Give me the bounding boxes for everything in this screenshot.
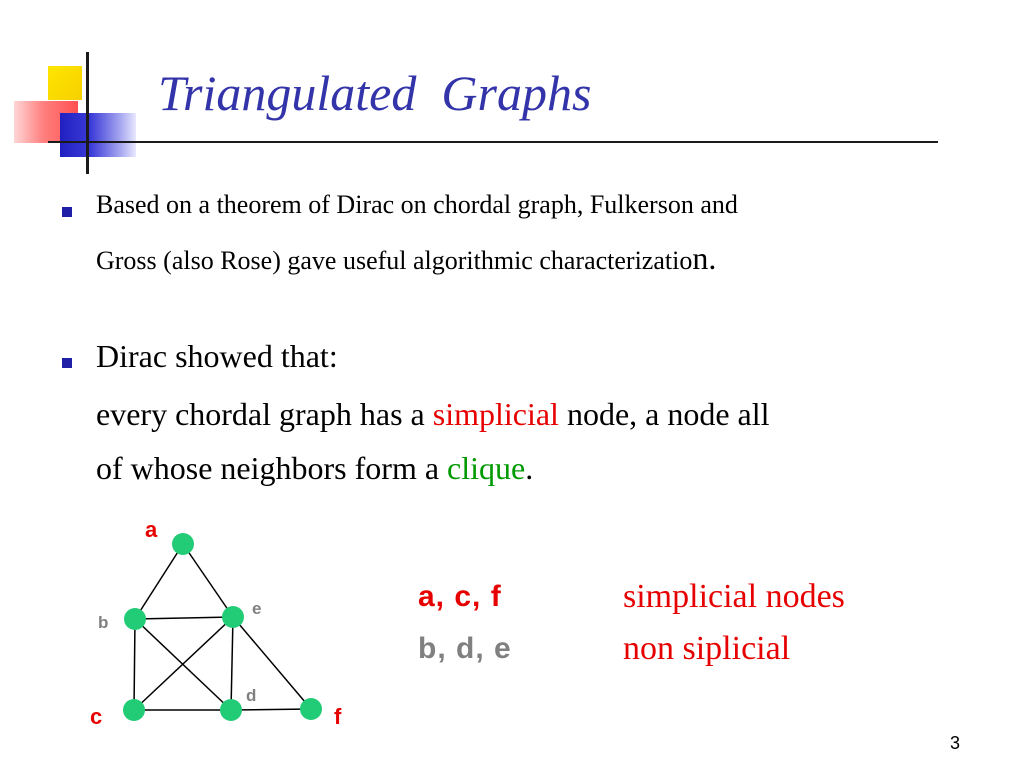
- edge-b-c: [133, 618, 136, 711]
- edge-e-d: [230, 616, 234, 711]
- bullet-1-line-2-end: n.: [692, 240, 717, 276]
- term-simplicial: simplicial: [432, 396, 559, 432]
- edge-a-b: [134, 543, 184, 620]
- bullet-square-icon: [62, 207, 72, 217]
- edge-e-f: [232, 616, 312, 710]
- node-b: [124, 608, 146, 630]
- decor-blue-square: [60, 113, 136, 157]
- bullet-2-line-2: of whose neighbors form a clique.: [96, 450, 533, 487]
- non-simplicial-node-list: b, d, e: [418, 632, 512, 665]
- edge-e-c: [133, 616, 234, 711]
- bullet-1-line-1: Based on a theorem of Dirac on chordal g…: [96, 190, 738, 219]
- node-label-e: e: [252, 599, 261, 618]
- bullet-1-line-2-text: Gross (also Rose) gave useful algorithmi…: [96, 246, 693, 275]
- decor-vertical-line: [86, 52, 89, 174]
- decor-yellow-square: [48, 66, 82, 100]
- node-label-f: f: [334, 704, 342, 729]
- page-number: 3: [950, 733, 961, 753]
- slide-title: Triangulated Graphs: [158, 65, 592, 121]
- node-label-d: d: [246, 686, 256, 705]
- bullet-2-line-1-post: node, a node all: [558, 396, 770, 432]
- bullet-square-icon: [62, 358, 72, 368]
- node-label-a: a: [145, 517, 158, 542]
- bullet-2-line-2-pre: of whose neighbors form a: [96, 450, 448, 486]
- edge-b-e: [134, 616, 234, 620]
- term-clique: clique: [447, 450, 526, 486]
- node-f: [300, 698, 322, 720]
- node-a: [172, 533, 194, 555]
- simplicial-node-list: a, c, f: [418, 580, 502, 613]
- edge-d-f: [230, 708, 312, 711]
- edge-a-e: [182, 543, 234, 618]
- bullet-2-line-2-post: .: [525, 450, 534, 486]
- node-c: [123, 699, 145, 721]
- node-d: [220, 699, 242, 721]
- bullet-2-line-1-pre: every chordal graph has a: [96, 396, 433, 432]
- node-label-b: b: [98, 613, 108, 632]
- bullet-1-line-2: Gross (also Rose) gave useful algorithmi…: [96, 240, 716, 277]
- bullet-2-heading: Dirac showed that:: [96, 338, 338, 374]
- title-underline: [48, 141, 938, 143]
- bullet-2-line-1: every chordal graph has a simplicial nod…: [96, 396, 770, 433]
- node-e: [222, 606, 244, 628]
- node-label-c: c: [90, 704, 102, 729]
- non-simplicial-description: non siplicial: [623, 630, 791, 667]
- simplicial-description: simplicial nodes: [623, 578, 845, 615]
